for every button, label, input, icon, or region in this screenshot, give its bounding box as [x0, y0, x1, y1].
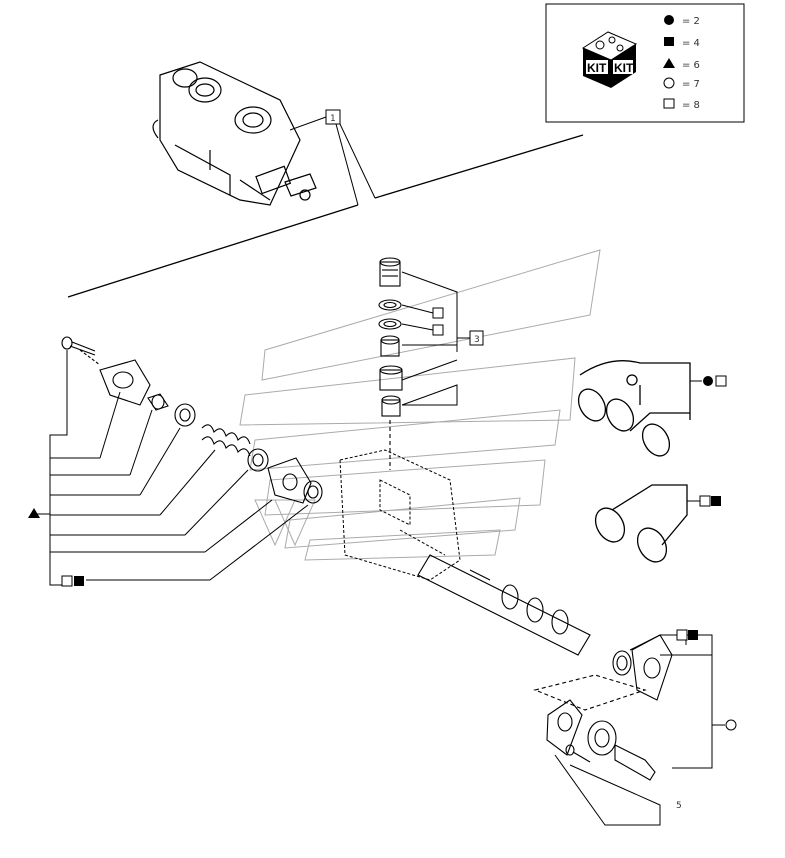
open-square-icon: [676, 629, 688, 641]
open-square-icon: [715, 375, 727, 387]
open-square-icon: [663, 98, 675, 109]
kit-legend: KIT KIT = 2 = 4 = 6 = 7 = 8: [545, 3, 745, 123]
callout-number: 3: [474, 335, 480, 345]
separator-line: [67, 204, 359, 298]
left-leader-bracket: [37, 350, 309, 586]
spool: [417, 554, 591, 656]
open-circle-icon: [725, 719, 737, 731]
end-cap-leaders: [554, 634, 725, 826]
callout-bracket: 3: [469, 330, 484, 346]
open-square-icon: [699, 495, 711, 507]
separator-line: [374, 134, 584, 199]
filled-square-icon: [688, 630, 698, 640]
brand-watermark: [239, 249, 601, 561]
open-square-icon: [432, 324, 444, 336]
kit-label: KIT: [614, 61, 634, 75]
callout-main-part: 1: [289, 109, 376, 206]
control-valve-section: [339, 449, 461, 581]
legend-item-text: = 7: [682, 79, 700, 90]
open-square-icon: [61, 575, 73, 587]
filled-triangle-icon: [663, 58, 675, 68]
legend-item-text: = 8: [682, 100, 700, 111]
callout-number: 1: [330, 114, 336, 124]
open-square-icon: [432, 307, 444, 319]
stack-leaders: [401, 271, 470, 406]
filled-circle-icon: [664, 15, 674, 25]
filled-circle-icon: [703, 376, 713, 386]
end-cap-assembly: [533, 634, 673, 781]
o-ring-group-upper: [577, 360, 691, 457]
callout-number: 5: [676, 801, 682, 811]
legend-item-text: = 2: [682, 16, 700, 27]
kit-label: KIT: [587, 61, 607, 75]
detent-stack: [378, 257, 403, 470]
filled-square-icon: [664, 37, 674, 46]
filled-square-icon: [74, 576, 84, 586]
legend-item-text: = 6: [682, 60, 700, 71]
open-circle-icon: [663, 77, 675, 89]
left-exploded-parts: [61, 336, 323, 504]
legend-item-text: = 4: [682, 38, 700, 49]
filled-square-icon: [711, 496, 721, 506]
filled-triangle-icon: [28, 508, 40, 518]
kit-box-icon: KIT KIT: [581, 31, 638, 88]
callout-cap-screw: 5: [676, 801, 682, 811]
valve-body-assembly: [152, 61, 317, 206]
o-ring-group-lower: [594, 484, 688, 563]
